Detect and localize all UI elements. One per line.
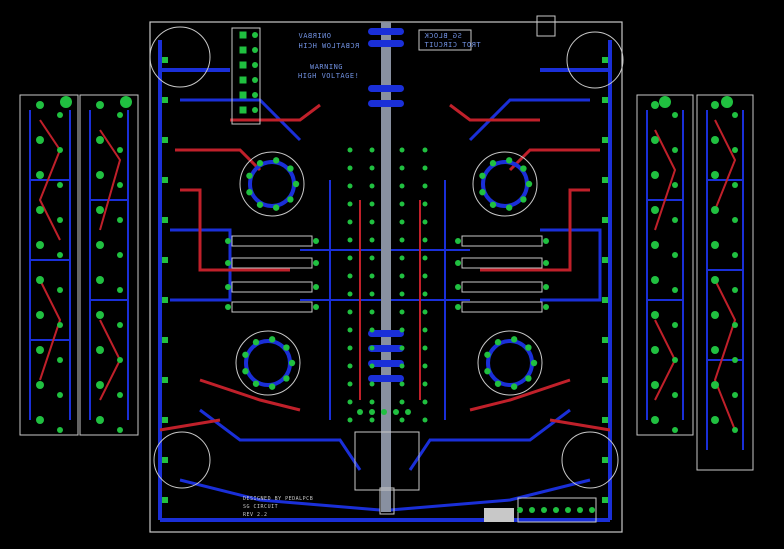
terminal-block-left[interactable] (231, 27, 261, 125)
silk-label-2: TROT CIRCUIT (424, 41, 481, 49)
high-voltage-label: HIGH VOLTAGE! (298, 72, 360, 80)
capacitor-top-right (566, 31, 624, 89)
capacitor-bottom-left (153, 431, 211, 489)
transformer-block[interactable] (354, 431, 420, 515)
right-daughter-board-b[interactable] (696, 94, 754, 471)
center-isolation-strip (381, 22, 391, 512)
connector-bottom-right[interactable] (484, 508, 514, 522)
warning-label: WARNING (310, 63, 344, 71)
credit-line-2: SG CIRCUIT (243, 504, 279, 510)
mirrored-label-1: ONIRBAV (298, 32, 332, 40)
credit-line-3: REV 2.2 (243, 512, 268, 518)
pad-layer (36, 31, 738, 513)
capacitor-top-left (149, 26, 211, 88)
left-daughter-board-a[interactable] (19, 94, 79, 436)
main-board[interactable] (149, 15, 624, 533)
credit-line-1: DESIGNED BY PEDALPCB (243, 496, 314, 502)
capacitor-bottom-right (561, 431, 619, 489)
silk-label-1: SG_BLOCK (424, 32, 462, 40)
mirrored-label-2: RCBATLOW HCIH (298, 42, 360, 50)
